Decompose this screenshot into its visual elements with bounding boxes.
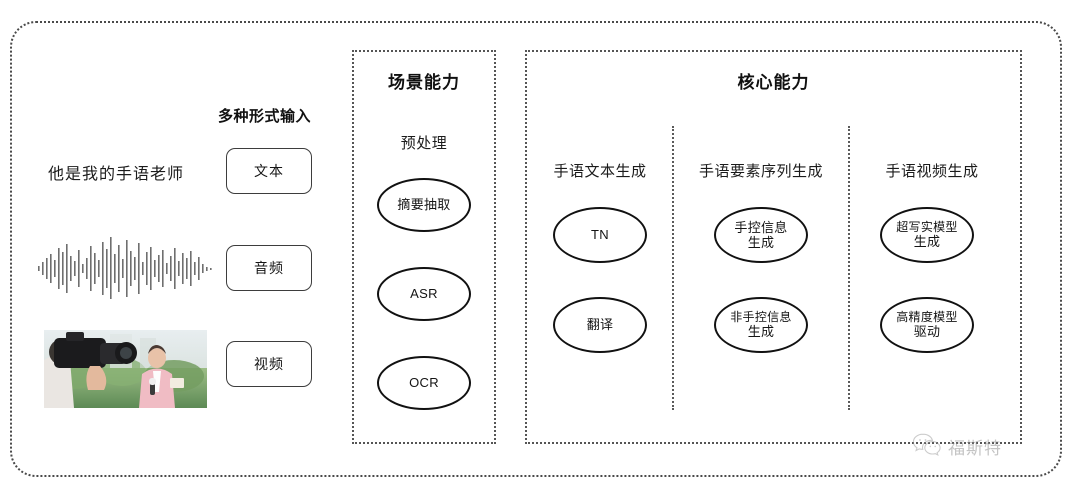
core-node-high-precision-model-driving-line2: 驱动 <box>913 324 941 340</box>
core-node-high-precision-model-driving[interactable]: 高精度模型 驱动 <box>880 297 974 353</box>
core-node-hyperrealistic-model-generation-line2: 生成 <box>913 234 941 250</box>
core-group-heading-sign-video-generation: 手语视频生成 <box>885 163 979 180</box>
input-chip-audio-label: 音频 <box>254 260 284 276</box>
scene-node-ocr[interactable]: OCR <box>377 356 471 410</box>
core-capability-panel <box>525 50 1022 444</box>
scene-node-asr[interactable]: ASR <box>377 267 471 321</box>
core-node-manual-info-generation[interactable]: 手控信息 生成 <box>714 207 808 263</box>
wechat-icon <box>912 432 942 461</box>
input-chip-text-label: 文本 <box>254 163 284 179</box>
scene-node-summary-extraction[interactable]: 摘要抽取 <box>377 178 471 232</box>
core-node-manual-info-generation-line2: 生成 <box>747 235 775 250</box>
core-node-hyperrealistic-model-generation[interactable]: 超写实模型 生成 <box>880 207 974 263</box>
core-node-manual-info-generation-line1: 手控信息 <box>734 219 788 235</box>
core-node-tn-label: TN <box>591 227 609 243</box>
core-capability-title: 核心能力 <box>737 73 810 92</box>
scene-capability-title: 场景能力 <box>388 73 460 92</box>
scene-node-summary-extraction-label: 摘要抽取 <box>397 197 451 213</box>
input-chip-video[interactable]: 视频 <box>226 341 312 387</box>
core-column-divider-1 <box>672 126 674 410</box>
core-node-translation[interactable]: 翻译 <box>553 297 647 353</box>
watermark: 福斯特 <box>912 432 1002 461</box>
scene-capability-panel <box>352 50 496 444</box>
scene-group-heading-preprocess: 预处理 <box>400 135 448 152</box>
input-chip-text[interactable]: 文本 <box>226 148 312 194</box>
video-thumbnail-image <box>44 330 207 408</box>
scene-node-asr-label: ASR <box>410 286 438 302</box>
input-section-heading: 多种形式输入 <box>218 108 312 125</box>
core-node-non-manual-info-generation[interactable]: 非手控信息 生成 <box>714 297 808 353</box>
core-group-heading-sign-element-sequence-generation: 手语要素序列生成 <box>698 163 823 180</box>
outer-frame <box>10 21 1062 477</box>
core-node-hyperrealistic-model-generation-line1: 超写实模型 <box>896 220 958 235</box>
core-node-non-manual-info-generation-line1: 非手控信息 <box>730 310 792 325</box>
core-column-divider-2 <box>848 126 850 410</box>
core-node-tn[interactable]: TN <box>553 207 647 263</box>
scene-node-ocr-label: OCR <box>409 375 439 391</box>
core-node-high-precision-model-driving-line1: 高精度模型 <box>896 310 958 325</box>
core-node-non-manual-info-generation-line2: 生成 <box>747 324 775 340</box>
input-chip-video-label: 视频 <box>254 356 284 372</box>
core-group-heading-sign-text-generation: 手语文本生成 <box>553 163 647 180</box>
input-chip-audio[interactable]: 音频 <box>226 245 312 291</box>
watermark-text: 福斯特 <box>948 439 1002 458</box>
audio-waveform-icon <box>36 234 214 302</box>
core-node-translation-label: 翻译 <box>586 317 614 333</box>
input-sample-text: 他是我的手语老师 <box>48 166 185 183</box>
